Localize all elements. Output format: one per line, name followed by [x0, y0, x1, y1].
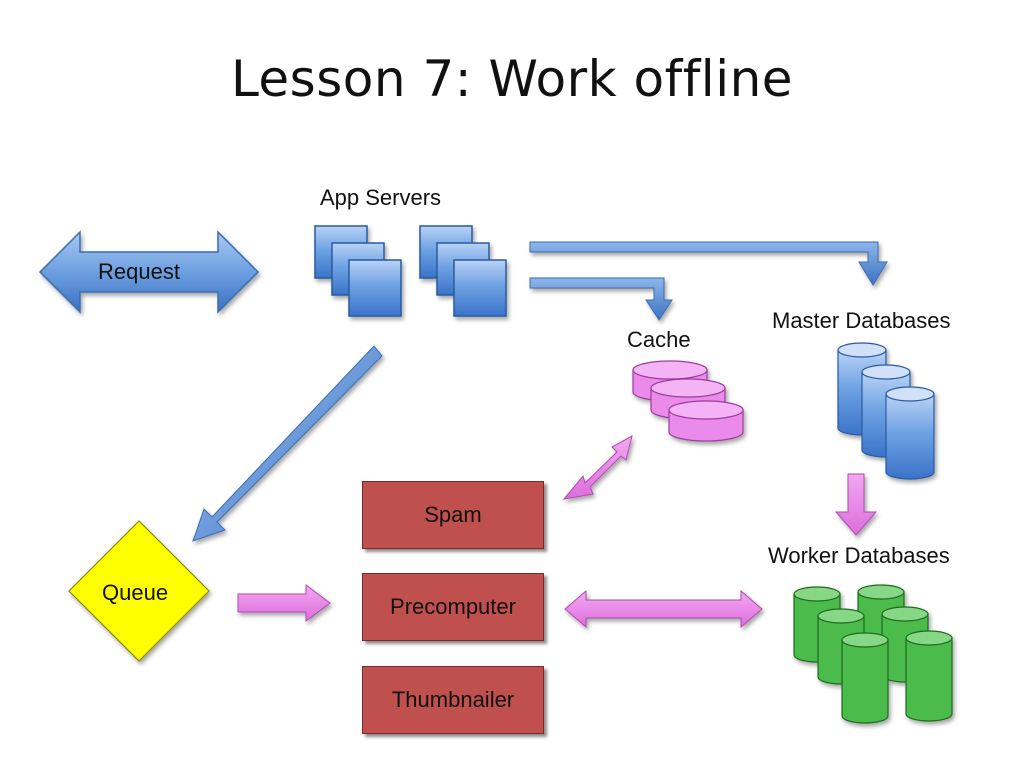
request-arrow [38, 230, 260, 314]
app-servers-label: App Servers [320, 185, 442, 210]
thumbnailer-worker-box: Thumbnailer [362, 666, 544, 734]
slide-title: Lesson 7: Work offline [230, 50, 794, 108]
queue-diamond [68, 520, 210, 662]
master-databases-label: Master Databases [772, 308, 951, 333]
arrow-to-master-db [529, 241, 888, 286]
arrow-queue-to-precomputer [237, 584, 331, 622]
worker-databases-label: Worker Databases [768, 543, 950, 568]
worker-db-cylinders [793, 584, 953, 724]
request-label: Request [98, 259, 180, 284]
arrow-to-queue [192, 345, 383, 542]
app-server-group-2 [419, 225, 507, 317]
arrow-spam-cache [562, 435, 633, 500]
master-db-cylinders [837, 342, 935, 480]
arrow-to-cache [529, 277, 673, 321]
precomputer-worker-box: Precomputer [362, 573, 544, 641]
thumbnailer-label: Thumbnailer [391, 687, 515, 712]
cache-label: Cache [627, 327, 691, 352]
precomputer-label: Precomputer [390, 594, 516, 619]
cache-cylinders [632, 360, 744, 442]
app-server-group-1 [314, 225, 402, 317]
arrow-precomputer-worker-db [564, 589, 763, 629]
spam-worker-box: Spam [362, 481, 544, 549]
arrow-master-to-worker-db [834, 473, 878, 536]
queue-label: Queue [102, 580, 169, 605]
spam-label: Spam [424, 502, 482, 527]
